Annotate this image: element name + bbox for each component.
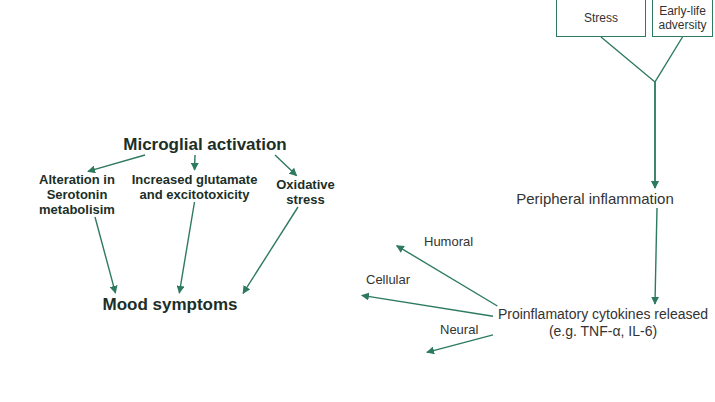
arrow-connector	[275, 155, 297, 176]
brain-stem	[152, 345, 220, 358]
process-label: Peripheral inflammation	[495, 190, 695, 208]
node-text: Oxidative stress	[268, 177, 343, 207]
arrow-connector	[95, 217, 115, 293]
arrow-connector	[601, 37, 655, 188]
node-text: Increased glutamate and excitotoxicity	[122, 172, 267, 202]
nerve-segments	[165, 349, 417, 357]
arrow-connector	[427, 335, 493, 352]
arrow-connector	[194, 155, 196, 170]
brain-region: Microglial activationAlteration in Serot…	[10, 40, 400, 370]
nerve-fiber	[150, 349, 422, 357]
node-text: Proinflamatory cytokines released (e.g. …	[493, 306, 713, 340]
arrow-connector	[362, 295, 493, 316]
node-text: Stress	[584, 11, 618, 25]
arrow-connector	[397, 246, 498, 306]
node-text: Microglial activation	[105, 135, 305, 155]
process-label: Proinflamatory cytokines released (e.g. …	[493, 306, 713, 340]
arrow-connector	[243, 207, 298, 293]
arrow-connector	[179, 202, 194, 293]
arrow-connector	[655, 37, 683, 188]
node-text: Peripheral inflammation	[495, 190, 695, 208]
brain-process: Increased glutamate and excitotoxicity	[122, 172, 267, 202]
brain-process: Microglial activation	[105, 135, 305, 155]
brain-process: Alteration in Serotonin metabolisim	[32, 172, 122, 217]
brain-process: Oxidative stress	[268, 177, 343, 207]
node-text: Mood symptoms	[80, 295, 260, 315]
arrow-connector	[655, 208, 657, 304]
stressor-box: Early-life adversity	[652, 0, 713, 37]
arrow-connector	[88, 155, 145, 171]
nerve-ending	[422, 348, 432, 358]
node-text: Early-life adversity	[657, 4, 708, 32]
brain-outcome: Mood symptoms	[80, 295, 260, 315]
stressor-box: Stress	[556, 0, 646, 37]
route-label: Cellular	[366, 272, 410, 287]
route-label: Humoral	[424, 234, 473, 249]
route-label: Neural	[440, 322, 478, 337]
node-text: Alteration in Serotonin metabolisim	[32, 172, 122, 217]
